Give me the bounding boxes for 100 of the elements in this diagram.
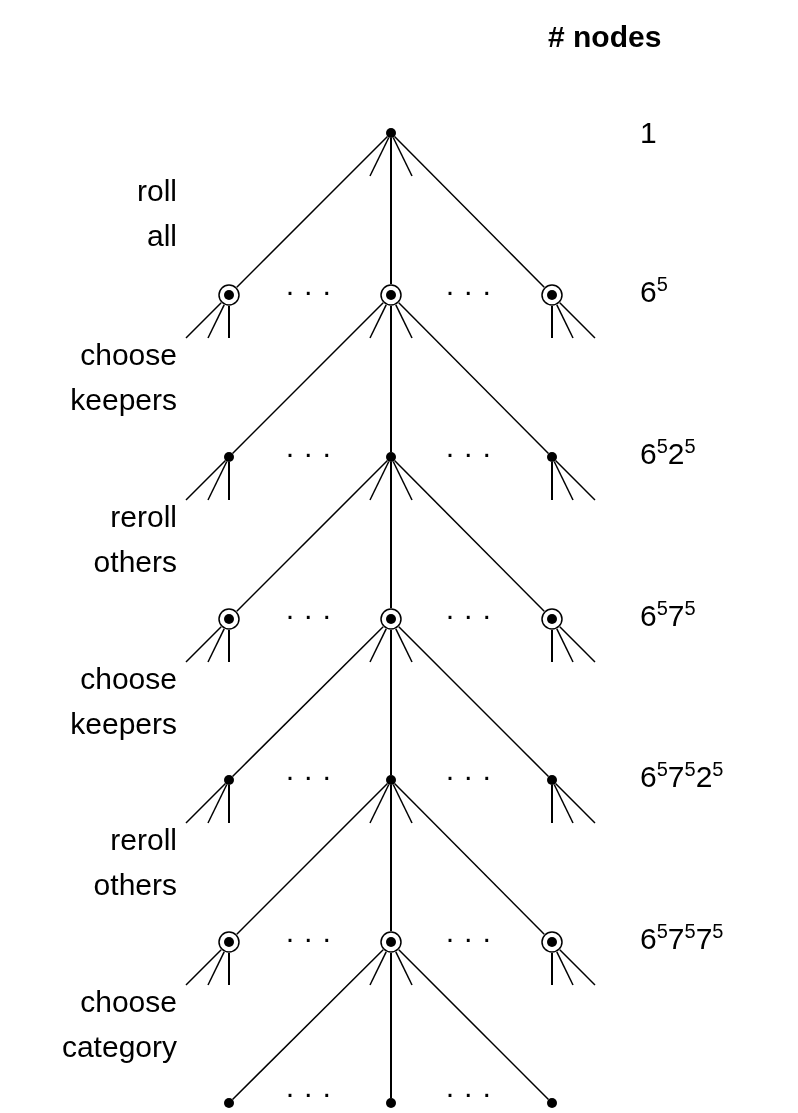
dot-node xyxy=(223,451,235,463)
branch-stub-line xyxy=(207,460,228,501)
branch-stub-line xyxy=(392,136,413,177)
dot-node xyxy=(385,127,397,139)
circled-dot-node xyxy=(539,282,565,308)
node-count: 1 xyxy=(640,115,657,151)
branch-stub-line xyxy=(185,782,227,824)
branch-stub-line xyxy=(228,629,230,663)
branch-stub-line xyxy=(228,305,230,339)
branch-stub-line xyxy=(207,783,228,824)
dot-node xyxy=(546,451,558,463)
tree-edge-line xyxy=(390,952,392,1099)
circled-dot-node xyxy=(539,606,565,632)
step-label: choose keepers xyxy=(69,337,177,418)
circled-dot-node xyxy=(378,929,404,955)
dot-node xyxy=(223,774,235,786)
dot-node xyxy=(385,1097,397,1109)
branch-stub-line xyxy=(207,304,225,339)
tree-edge-line xyxy=(398,949,550,1101)
tree-edge-line xyxy=(236,135,389,288)
step-label: choose category xyxy=(60,984,177,1065)
branch-stub-line xyxy=(392,783,413,824)
branch-stub-line xyxy=(228,461,230,501)
branch-stub-line xyxy=(556,628,574,663)
tree-edge-line xyxy=(390,137,392,285)
tree-edge-line xyxy=(236,782,389,935)
branch-stub-line xyxy=(553,783,574,824)
circled-dot-node xyxy=(378,282,404,308)
circled-dot-node xyxy=(539,929,565,955)
branch-stub-line xyxy=(556,951,574,986)
step-label: reroll others xyxy=(92,822,177,903)
tree-edge-line xyxy=(390,629,392,776)
ellipsis: · · · xyxy=(285,435,332,471)
branch-stub-line xyxy=(369,628,387,663)
branch-stub-line xyxy=(551,461,553,501)
branch-stub-line xyxy=(551,784,553,824)
branch-stub-line xyxy=(559,302,596,339)
node-count: 6$^{5}$ xyxy=(640,272,668,310)
branch-stub-line xyxy=(369,460,390,501)
branch-stub-line xyxy=(228,952,230,986)
branch-stub-line xyxy=(228,784,230,824)
branch-stub-line xyxy=(185,626,222,663)
branch-stub-line xyxy=(551,629,553,663)
tree-edge-line xyxy=(231,949,384,1101)
dot-node xyxy=(546,1097,558,1109)
circled-dot-node xyxy=(216,929,242,955)
tree-edge-line xyxy=(231,626,384,778)
ellipsis: · · · xyxy=(285,758,332,794)
ellipsis: · · · xyxy=(445,597,492,633)
branch-stub-line xyxy=(185,459,227,501)
node-count: 6$^{5}$7$^{5}$7$^{5}$ xyxy=(640,919,724,957)
branch-stub-line xyxy=(395,628,413,663)
ellipsis: · · · xyxy=(445,273,492,309)
branch-stub-line xyxy=(559,949,596,986)
dot-node xyxy=(385,451,397,463)
branch-stub-line xyxy=(395,951,413,986)
circled-dot-node xyxy=(216,282,242,308)
circled-dot-node xyxy=(378,606,404,632)
node-count: 6$^{5}$7$^{5}$ xyxy=(640,596,696,634)
ellipsis: · · · xyxy=(285,273,332,309)
branch-stub-line xyxy=(185,949,222,986)
node-count: 6$^{5}$7$^{5}$2$^{5}$ xyxy=(640,757,724,795)
tree-edge-line xyxy=(236,459,389,612)
branch-stub-line xyxy=(559,626,596,663)
dot-node xyxy=(385,774,397,786)
branch-stub-line xyxy=(392,460,413,501)
ellipsis: · · · xyxy=(285,920,332,956)
ellipsis: · · · xyxy=(445,435,492,471)
branch-stub-line xyxy=(369,304,387,339)
tree-edge-line xyxy=(390,461,392,609)
branch-stub-line xyxy=(554,459,596,501)
branch-stub-line xyxy=(207,951,225,986)
ellipsis: · · · xyxy=(285,1075,332,1111)
circled-dot-node xyxy=(216,606,242,632)
tree-edge-line xyxy=(390,305,392,453)
tree-edge-line xyxy=(390,784,392,932)
column-heading: # nodes xyxy=(548,19,662,55)
ellipsis: · · · xyxy=(445,920,492,956)
branch-stub-line xyxy=(553,460,574,501)
branch-stub-line xyxy=(554,782,596,824)
ellipsis: · · · xyxy=(445,1075,492,1111)
ellipsis: · · · xyxy=(445,758,492,794)
ellipsis: · · · xyxy=(285,597,332,633)
tree-edge-line xyxy=(398,626,550,778)
branch-stub-line xyxy=(369,136,390,177)
branch-stub-line xyxy=(369,783,390,824)
step-label: reroll others xyxy=(92,499,177,580)
tree-edge-line xyxy=(398,302,550,455)
branch-stub-line xyxy=(185,302,222,339)
tree-edge-line xyxy=(231,302,384,455)
tree-edge-line xyxy=(393,135,545,288)
tree-edge-line xyxy=(393,459,545,612)
branch-stub-line xyxy=(556,304,574,339)
tree-edge-line xyxy=(393,782,545,935)
node-count: 6$^{5}$2$^{5}$ xyxy=(640,434,696,472)
branch-stub-line xyxy=(369,951,387,986)
branch-stub-line xyxy=(551,952,553,986)
dot-node xyxy=(546,774,558,786)
branch-stub-line xyxy=(207,628,225,663)
branch-stub-line xyxy=(551,305,553,339)
